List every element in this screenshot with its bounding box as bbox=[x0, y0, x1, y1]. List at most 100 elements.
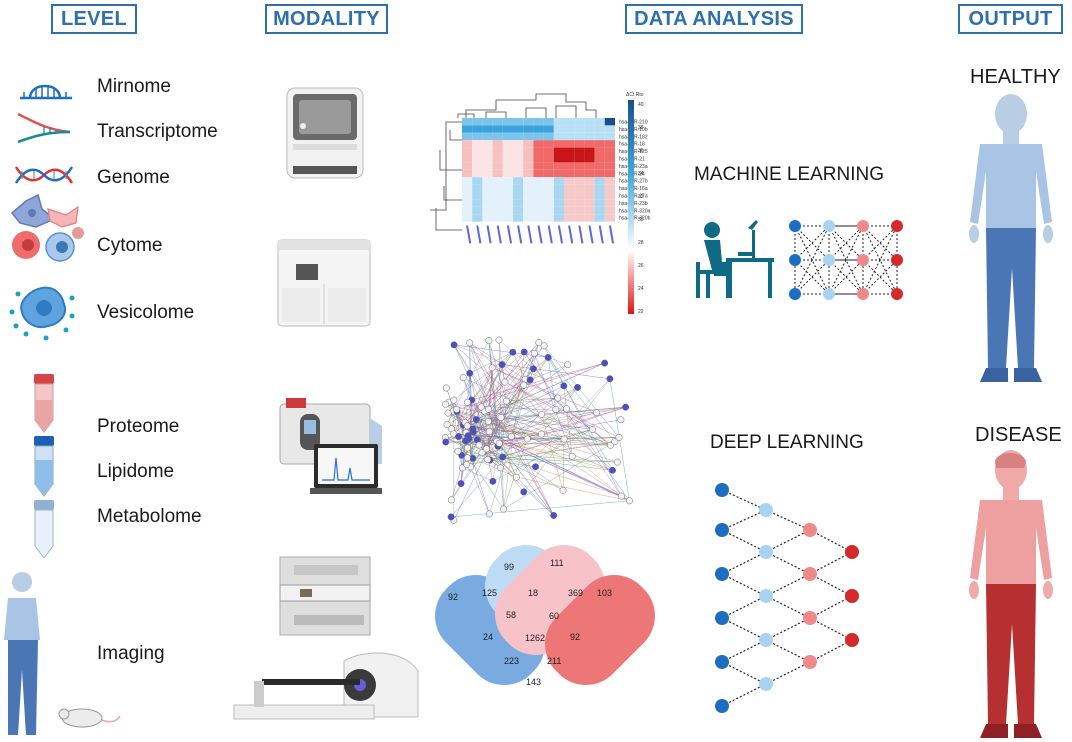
venn-value: 211 bbox=[547, 656, 561, 666]
heatmap-cell bbox=[523, 169, 534, 178]
heatmap-cell bbox=[513, 162, 524, 170]
network-node bbox=[512, 473, 520, 481]
network-edge bbox=[547, 357, 557, 410]
venn-diagram: 92 99 111 103 125 18 369 58 60 24 1262 9… bbox=[435, 545, 655, 687]
network-edge bbox=[489, 459, 536, 467]
heatmap-cell bbox=[502, 125, 513, 133]
heatmap-cell bbox=[472, 192, 483, 200]
network-edge bbox=[535, 438, 565, 467]
heatmap-cell bbox=[462, 206, 473, 215]
network-edge bbox=[529, 342, 540, 380]
network-edge bbox=[478, 421, 489, 446]
heatmap-cell bbox=[472, 177, 483, 185]
heatmap-cell bbox=[604, 162, 615, 170]
heatmap-cell bbox=[533, 147, 544, 155]
heatmap-cell bbox=[594, 206, 605, 215]
network-node bbox=[498, 361, 506, 369]
heatmap-cell bbox=[553, 125, 564, 133]
heatmap-cell bbox=[462, 184, 473, 192]
mirna-icon bbox=[20, 84, 72, 100]
level-imaging: Imaging bbox=[97, 643, 165, 664]
heatmap-cell bbox=[472, 140, 483, 148]
dl-edge bbox=[721, 595, 767, 619]
heatmap-scale-tick: 28 bbox=[638, 240, 644, 246]
network-edge bbox=[445, 437, 483, 454]
network-node bbox=[606, 375, 614, 383]
imaging-scanner-icon bbox=[233, 556, 419, 720]
dl-edge bbox=[721, 683, 767, 707]
dl-node bbox=[803, 611, 817, 625]
network-node bbox=[442, 384, 450, 392]
dl-edge bbox=[765, 509, 811, 531]
heatmap-cell bbox=[502, 147, 513, 155]
heatmap-cell bbox=[482, 214, 493, 222]
heatmap-col-label bbox=[506, 225, 513, 244]
heatmap-scale-tick: 38 bbox=[638, 125, 644, 131]
heatmap-cell bbox=[523, 140, 534, 148]
heatmap-cell bbox=[564, 140, 575, 148]
network-edge bbox=[512, 352, 526, 380]
dl-node bbox=[759, 633, 773, 647]
dl-edge bbox=[809, 529, 853, 553]
heatmap-cell bbox=[594, 147, 605, 155]
dl-node bbox=[803, 567, 817, 581]
heatmap-col-label bbox=[598, 225, 604, 244]
venn-value: 58 bbox=[506, 610, 516, 620]
network-edge bbox=[527, 437, 619, 440]
heatmap-cell bbox=[492, 206, 503, 215]
network-edge bbox=[492, 367, 597, 413]
heatmap-cell bbox=[604, 155, 615, 163]
heatmap-cell bbox=[584, 155, 595, 163]
network-node bbox=[520, 488, 528, 496]
network-edge bbox=[524, 351, 622, 497]
heatmap-cell bbox=[482, 132, 493, 141]
heatmap-cell bbox=[553, 132, 564, 141]
mass-spectrometer-icon bbox=[279, 398, 382, 494]
heatmap-cell bbox=[584, 214, 595, 222]
network-edge bbox=[453, 410, 618, 463]
network-edge bbox=[462, 467, 493, 482]
network-node bbox=[450, 396, 458, 404]
heatmap-cell bbox=[564, 147, 575, 155]
heatmap-cell bbox=[604, 214, 615, 222]
heatmap-cell bbox=[543, 162, 554, 170]
heatmap-cell bbox=[553, 162, 564, 170]
heatmap-cell bbox=[513, 214, 524, 222]
network-edge bbox=[492, 446, 499, 482]
heatmap-cell bbox=[543, 199, 554, 207]
network-edge bbox=[445, 403, 500, 417]
network-edge bbox=[457, 417, 502, 452]
heatmap-cell bbox=[604, 147, 615, 155]
heatmap-col-label bbox=[476, 225, 482, 244]
heatmap-cell bbox=[574, 118, 585, 126]
dl-node bbox=[715, 611, 729, 625]
network-edge bbox=[502, 429, 593, 458]
network-node bbox=[544, 354, 552, 361]
heatmap-cell bbox=[574, 162, 585, 170]
network-node bbox=[617, 492, 625, 500]
heatmap-cell bbox=[523, 132, 534, 141]
network-edge bbox=[469, 351, 513, 374]
heatmap-cell bbox=[553, 147, 564, 155]
heatmap-cell bbox=[513, 199, 524, 207]
network-edge bbox=[516, 476, 630, 502]
network-edge bbox=[446, 379, 526, 425]
ml-node bbox=[857, 254, 869, 266]
network-node bbox=[559, 486, 567, 494]
heatmap-cell bbox=[604, 118, 615, 126]
heatmap-cell bbox=[604, 132, 615, 141]
network-edge bbox=[500, 467, 504, 510]
heatmap-cell bbox=[492, 140, 503, 148]
heatmap-cell bbox=[523, 177, 534, 185]
network-edge bbox=[471, 352, 514, 401]
dl-node bbox=[845, 545, 859, 559]
heatmap-cell bbox=[604, 206, 615, 215]
heatmap-cell bbox=[502, 118, 513, 126]
network-edge bbox=[523, 378, 611, 493]
heatmap-cell bbox=[523, 162, 534, 170]
heatmap-cell bbox=[513, 206, 524, 215]
venn-value: 111 bbox=[550, 558, 564, 568]
network-edge bbox=[472, 428, 564, 491]
network-node bbox=[444, 409, 452, 417]
network-node bbox=[488, 364, 496, 372]
